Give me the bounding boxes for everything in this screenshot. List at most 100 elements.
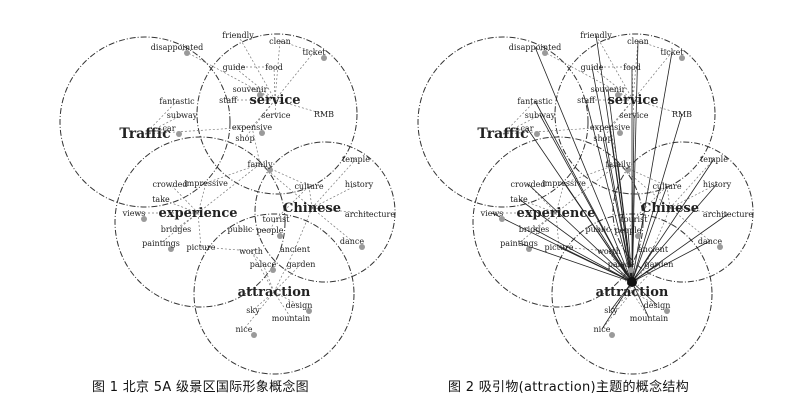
concept-label: sky <box>604 306 618 315</box>
edge <box>669 207 711 242</box>
attraction-edge <box>631 113 683 283</box>
edge <box>632 40 639 101</box>
concept-label: friendly <box>580 31 612 40</box>
edge <box>555 212 560 248</box>
concept-label: tourist <box>263 215 291 224</box>
node-dot <box>617 130 623 136</box>
attraction-cluster-circle <box>193 213 355 375</box>
edge <box>200 246 252 252</box>
concept-label: service <box>620 111 649 120</box>
concept-label: impressive <box>184 179 228 188</box>
attraction-edge <box>631 281 658 306</box>
attraction-edge <box>558 246 633 283</box>
edge <box>250 250 264 265</box>
attraction-edge <box>534 100 633 283</box>
concept-label: design <box>286 301 313 310</box>
node-dot <box>251 332 257 338</box>
concept-label: food <box>265 63 283 72</box>
concept-label: family <box>248 160 273 169</box>
concept-map-1: disappointedfriendlycleanticketfoodguide… <box>59 31 396 375</box>
concept-label: temple <box>342 155 370 164</box>
node-dot <box>176 131 182 137</box>
node-dot <box>499 216 505 222</box>
concept-label: souvenir <box>233 85 268 94</box>
attraction-edge <box>597 228 633 283</box>
service-cluster-circle <box>554 33 716 195</box>
concept-label: disappointed <box>151 43 203 52</box>
concept-label: ancient <box>638 245 669 254</box>
edge <box>144 127 170 135</box>
edge <box>631 291 658 306</box>
edge <box>669 183 718 209</box>
node-dot <box>306 308 312 314</box>
node-dot <box>635 233 641 239</box>
attraction-hub-node <box>627 277 637 287</box>
edge <box>502 114 541 135</box>
concept-label: food <box>623 63 641 72</box>
concept-label: picture <box>186 243 215 252</box>
node-dot <box>526 246 532 252</box>
concept-label: dance <box>698 237 723 246</box>
theme-label-experience: experience <box>158 206 237 221</box>
node-dot <box>615 92 621 98</box>
edge <box>631 263 660 293</box>
node-dot <box>277 233 283 239</box>
figure-1-caption: 图 1 北京 5A 级景区国际形象概念图 <box>92 380 309 395</box>
concept-label: shop <box>593 134 612 143</box>
theme-label-chinese: Chinese <box>641 201 699 216</box>
edge <box>274 40 281 101</box>
concept-label: dance <box>340 237 365 246</box>
edge <box>144 126 253 135</box>
concept-label: take <box>152 195 170 204</box>
edge <box>197 163 261 214</box>
theme-label-attraction: attraction <box>238 285 311 300</box>
concept-label: subway <box>167 111 198 120</box>
edge <box>631 66 634 101</box>
concept-label: design <box>644 301 671 310</box>
concept-label: clean <box>627 37 649 46</box>
edge <box>534 46 634 101</box>
node-dot <box>609 332 615 338</box>
attraction-edge <box>631 183 718 283</box>
concept-label: expensive <box>590 123 630 132</box>
concept-label: public <box>228 225 254 234</box>
concept-label: sky <box>246 306 260 315</box>
theme-label-experience: experience <box>516 206 595 221</box>
concept-label: ancient <box>280 245 311 254</box>
edge <box>502 126 611 135</box>
concept-label: clean <box>269 37 291 46</box>
attraction-edge <box>631 213 729 283</box>
edge <box>273 263 302 293</box>
service-cluster-circle <box>196 33 358 195</box>
node-dot <box>184 50 190 56</box>
edge <box>251 126 261 165</box>
attraction-edge <box>631 158 715 283</box>
edge <box>273 291 292 319</box>
edge <box>311 207 371 215</box>
attraction-edge <box>533 228 633 283</box>
attraction-edge <box>585 99 633 283</box>
node-dot <box>717 244 723 250</box>
concept-label: ticket <box>660 48 684 57</box>
traffic-cluster-circle <box>417 36 589 208</box>
node-dot <box>679 55 685 61</box>
edge <box>669 207 729 215</box>
concept-label: architecture <box>703 210 753 219</box>
figure-2-caption: 图 2 吸引物(attraction)主题的概念结构 <box>448 380 690 395</box>
attraction-edge <box>518 198 633 283</box>
edge <box>591 66 634 101</box>
edge <box>637 40 673 53</box>
concept-label: public <box>586 225 612 234</box>
concept-label: car <box>520 124 533 133</box>
concept-label: fantastic <box>517 97 553 106</box>
edge <box>631 291 650 319</box>
concept-label: bridges <box>519 225 550 234</box>
theme-label-service: service <box>249 93 300 108</box>
concept-label: nice <box>594 325 611 334</box>
node-dot <box>321 55 327 61</box>
attraction-edge <box>518 242 633 283</box>
edge <box>595 34 634 101</box>
concept-label: nice <box>236 325 253 334</box>
node-dot <box>534 131 540 137</box>
concept-label: RMB <box>314 110 334 119</box>
